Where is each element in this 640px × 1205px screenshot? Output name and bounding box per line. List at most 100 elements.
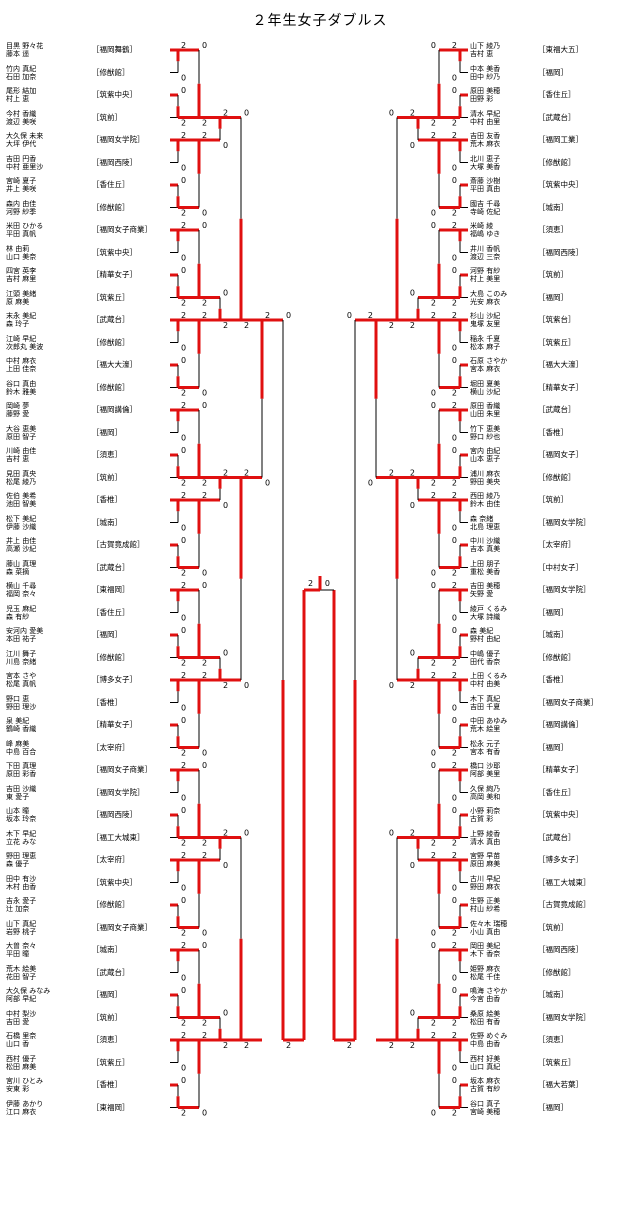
score-label: 2 (452, 1109, 457, 1118)
player-name: 佐伯 美希 (6, 492, 37, 500)
school-name: ［香椎］ (538, 427, 568, 437)
school-name: ［筑紫丘］ (538, 337, 576, 347)
player-names: 松永 元子宮本 有香 (470, 740, 500, 756)
school-name: ［筑前］ (538, 922, 568, 932)
score-label: 2 (223, 469, 228, 478)
player-name: 江崎 早紀 (6, 334, 37, 343)
score-label: 0 (389, 681, 394, 690)
player-name: 原田 美穂 (470, 87, 501, 95)
score-label: 0 (431, 389, 436, 398)
player-name: 平田 瞳 (6, 950, 30, 958)
player-names: 上田 くるみ中村 由美 (470, 672, 507, 688)
score-label: 2 (223, 681, 228, 690)
score-label: 2 (452, 941, 457, 950)
player-name: 松永 元子 (470, 739, 501, 748)
player-name: 安東 彩 (6, 1085, 30, 1093)
score-label: 2 (181, 119, 186, 128)
score-label: 2 (452, 1019, 457, 1028)
player-name: 児玉 麻紀 (6, 604, 37, 613)
school-name: ［城南］ (538, 630, 568, 639)
player-name: 森 有紗 (6, 612, 30, 621)
school-name: ［福岡］ (538, 742, 568, 752)
score-label: 0 (410, 649, 415, 658)
score-label: 2 (223, 321, 228, 330)
score-label: 0 (452, 434, 457, 443)
player-name: 竹内 真紀 (6, 64, 37, 73)
player-name: 大島 このみ (470, 289, 508, 298)
player-name: 桑原 絵美 (470, 1009, 501, 1018)
score-label: 0 (223, 501, 228, 510)
player-name: 松田 麻美 (6, 1062, 37, 1071)
player-name: 河野 有紗 (470, 267, 501, 275)
player-name: 岩野 桃子 (6, 927, 37, 936)
player-name: 森 美紀 (470, 627, 494, 635)
player-names: 野田 理恵森 優子 (6, 852, 36, 868)
player-name: 藤野 愛 (6, 410, 30, 418)
school-name: ［福工大城東］ (538, 877, 591, 887)
player-name: 大坪 伊代 (6, 140, 37, 148)
school-name: ［筑紫中央］ (92, 247, 137, 257)
player-names: 國吉 千尋寺崎 佐紀 (470, 200, 500, 216)
team-entry: 江崎 早紀次郎丸 美波［修猷館］ (0, 335, 170, 352)
school-name: ［東福岡］ (92, 1102, 130, 1112)
player-name: 古賀 有紗 (470, 1085, 501, 1093)
score-label: 2 (202, 311, 207, 320)
score-label: 2 (181, 491, 186, 500)
player-name: 安河内 愛美 (6, 627, 44, 635)
score-label: 2 (223, 109, 228, 118)
player-name: 川島 奈緒 (6, 657, 37, 666)
player-names: 田中 有沙木村 由香 (6, 875, 36, 891)
player-names: 宮野 早苗原田 麻美 (470, 852, 500, 868)
player-names: 原田 香織山田 朱里 (470, 402, 500, 418)
player-names: 目黒 野々花藤本 遥 (6, 42, 43, 58)
team-entry: 木下 早紀立花 みな［福工大城東］ (0, 830, 170, 847)
score-label: 2 (452, 311, 457, 320)
school-name: ［福大大濠］ (92, 360, 137, 369)
score-label: 0 (431, 1109, 436, 1118)
player-names: 宮内 由紀山本 恵子 (470, 447, 500, 463)
school-name: ［城南］ (538, 990, 568, 999)
player-name: 吉村 恵 (6, 455, 30, 463)
player-name: 石橋 里奈 (6, 1032, 37, 1040)
score-label: 0 (452, 614, 457, 623)
team-entry: 中村 麻衣上田 佳奈［福大大濠］ (0, 357, 170, 374)
player-name: 吉田 友香 (470, 132, 501, 140)
score-label: 0 (181, 974, 186, 983)
team-entry: 田中 有沙木村 由香［筑紫中央］ (0, 875, 170, 892)
score-label: 0 (431, 749, 436, 758)
player-names: 石橋 里奈山口 香 (6, 1032, 36, 1048)
player-name: 重松 美香 (470, 567, 501, 576)
player-names: 森 奈緒北島 理恵 (470, 515, 500, 531)
player-names: 大曽 奈々平田 瞳 (6, 942, 36, 958)
score-label: 2 (181, 839, 186, 848)
player-name: 宮崎 夏子 (6, 177, 37, 185)
player-name: 木村 由香 (6, 882, 37, 891)
player-name: 吉田 愛 (6, 1017, 30, 1026)
player-names: 堀田 夏美横山 沙紀 (470, 380, 500, 396)
school-name: ［福岡講倫］ (538, 720, 583, 729)
score-label: 2 (431, 299, 436, 308)
team-entry: 西村 優子松田 麻美［筑紫丘］ (0, 1055, 170, 1072)
player-names: 佐野 めぐみ中島 由香 (470, 1032, 507, 1048)
player-names: 荒木 絵美花田 智子 (6, 965, 36, 981)
player-name: 上野 綾香 (470, 829, 501, 838)
score-label: 2 (452, 569, 457, 578)
player-name: 中村 梨沙 (6, 1009, 37, 1018)
score-label: 2 (452, 389, 457, 398)
school-name: ［香椎］ (92, 1080, 122, 1089)
score-label: 0 (181, 626, 186, 635)
school-name: ［筑前］ (92, 112, 122, 122)
score-label: 0 (452, 524, 457, 533)
player-name: 中島 百合 (6, 747, 37, 756)
player-name: 森 優子 (6, 860, 30, 868)
player-names: 清水 早紀中村 由里 (470, 110, 500, 126)
school-name: ［福岡女子商業］ (92, 225, 152, 234)
player-name: 荒木 麻衣 (470, 140, 501, 148)
player-names: 佐伯 美希池田 智美 (6, 492, 36, 508)
team-entry: 大島 このみ光安 麻衣［福岡］ (468, 290, 640, 307)
player-name: 谷口 真子 (470, 1099, 501, 1108)
team-entry: 坂本 麻衣古賀 有紗［福大若葉］ (468, 1077, 640, 1094)
score-label: 0 (223, 1009, 228, 1018)
score-label: 0 (223, 141, 228, 150)
